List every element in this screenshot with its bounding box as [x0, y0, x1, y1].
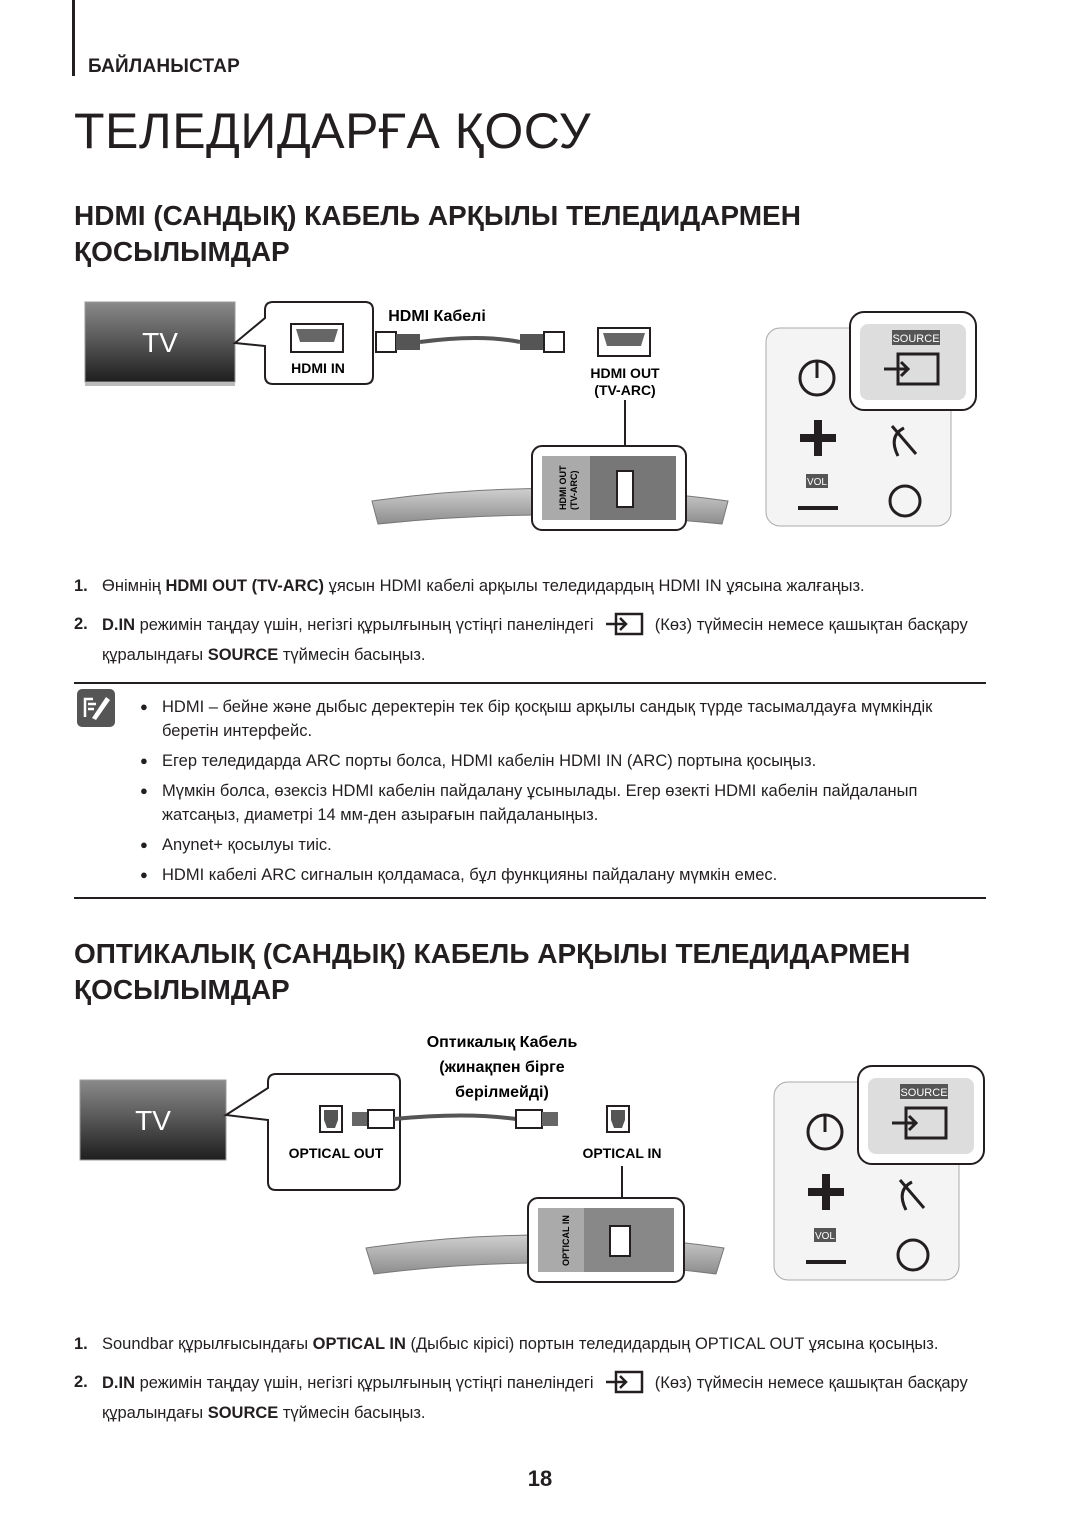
source-button: SOURCE [857, 1065, 985, 1165]
bar-port-label-2: (TV-ARC) [594, 382, 655, 398]
remote-source-label: SOURCE [892, 333, 939, 345]
optical-cable-icon [352, 1109, 558, 1129]
optical-heading: ОПТИКАЛЫҚ (САНДЫҚ) КАБЕЛЬ АРҚЫЛЫ ТЕЛЕДИД… [74, 938, 911, 1005]
note-icon [76, 688, 116, 733]
tv-label: TV [142, 327, 178, 358]
cable-label-3: берілмейді) [455, 1084, 549, 1101]
step-item: 1.Soundbar құрылғысындағы OPTICAL IN (Ды… [74, 1335, 939, 1353]
remote-source-label: SOURCE [900, 1087, 947, 1099]
note-item: Егер теледидарда ARC порты болса, HDMI к… [140, 749, 990, 773]
cable-label-1: Оптикалық Кабель [427, 1034, 578, 1051]
bar-port-label-1: HDMI OUT [590, 365, 660, 381]
hdmi-steps: 1.Өнімнің HDMI OUT (TV-ARC) ұясын HDMI к… [74, 574, 994, 681]
step-item: 2.D.IN режимін таңдау үшін, негізгі құры… [74, 612, 994, 667]
cable-label-2: (жинақпен бірге [439, 1059, 565, 1076]
page-number: 18 [527, 1466, 553, 1491]
panel-label: OPTICAL IN [561, 1215, 571, 1266]
tv-port-label: OPTICAL OUT [289, 1145, 384, 1161]
panel-label-2: (TV-ARC) [569, 471, 579, 511]
hdmi-port-icon [290, 323, 344, 353]
optical-steps: 1.Soundbar құрылғысындағы OPTICAL IN (Ды… [74, 1332, 994, 1439]
optical-connection-diagram: TV OPTICAL OUT Оптикалық Кабель (жинақпе… [79, 1034, 985, 1283]
divider [74, 682, 986, 684]
divider [74, 897, 986, 899]
source-icon [604, 1370, 644, 1401]
tv-image: TV [84, 301, 236, 386]
optical-in-port-icon [606, 1105, 630, 1133]
source-button: SOURCE [849, 311, 977, 411]
panel-label-1: HDMI OUT [558, 465, 568, 510]
bar-port-label: OPTICAL IN [582, 1145, 661, 1161]
tv-label: TV [135, 1105, 171, 1136]
hdmi-heading: HDMI (САНДЫҚ) КАБЕЛЬ АРҚЫЛЫ ТЕЛЕДИДАРМЕН… [74, 200, 801, 267]
page-title: ТЕЛЕДИДАРҒА ҚОСУ [74, 103, 591, 159]
note-item: HDMI кабелі ARC сигналын қолдамаса, бұл … [140, 863, 990, 887]
section-label: БАЙЛАНЫСТАР [88, 56, 240, 77]
optical-port-icon [319, 1105, 343, 1133]
source-icon [604, 612, 644, 643]
tv-image: TV [79, 1079, 227, 1161]
section-bar [72, 0, 75, 76]
notes-list: HDMI – бейне және дыбыс деректерін тек б… [140, 695, 990, 893]
remote-vol-label: VOL [807, 477, 827, 488]
tv-port-label: HDMI IN [291, 360, 345, 376]
note-item: Мүмкін болса, өзексіз HDMI кабелін пайда… [140, 779, 990, 827]
step-item: 1.Өнімнің HDMI OUT (TV-ARC) ұясын HDMI к… [74, 577, 865, 595]
cable-label: HDMI Кабелі [388, 308, 486, 325]
step-item: 2.D.IN режимін таңдау үшін, негізгі құры… [74, 1370, 994, 1425]
hdmi-connection-diagram: TV HDMI IN HDMI Кабелі HDMI OUT (TV-ARC)… [84, 301, 977, 531]
note-item: Anynet+ қосылуы тиіс. [140, 833, 990, 857]
note-item: HDMI – бейне және дыбыс деректерін тек б… [140, 695, 990, 743]
remote-vol-label: VOL [815, 1231, 835, 1242]
hdmi-cable-icon [375, 331, 565, 353]
hdmi-out-port-icon [597, 327, 651, 357]
